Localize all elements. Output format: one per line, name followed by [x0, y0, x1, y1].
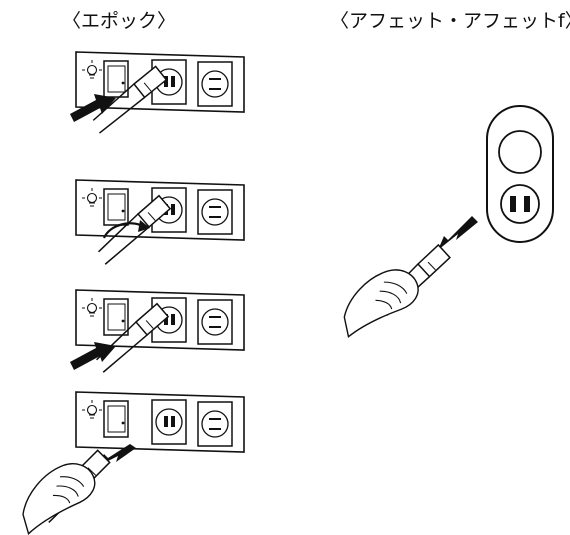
- step-3-twist-plug-back: [70, 289, 245, 374]
- step-2-twist-plug: [75, 179, 245, 266]
- arrow-icon: [102, 222, 143, 239]
- right-pull-out-plug: [336, 216, 478, 338]
- wall-outlet-plate: [486, 105, 554, 243]
- arrow-icon: [438, 216, 478, 250]
- caption-affet: 〈アフェット・アフェットf〉: [330, 10, 570, 32]
- arrow-icon: [70, 94, 116, 122]
- step-1-insert-plug: [70, 51, 245, 135]
- caption-epoch: 〈エポック〉: [62, 10, 177, 32]
- arrow-icon: [70, 342, 116, 370]
- step-4-pull-out-plug: [12, 391, 245, 535]
